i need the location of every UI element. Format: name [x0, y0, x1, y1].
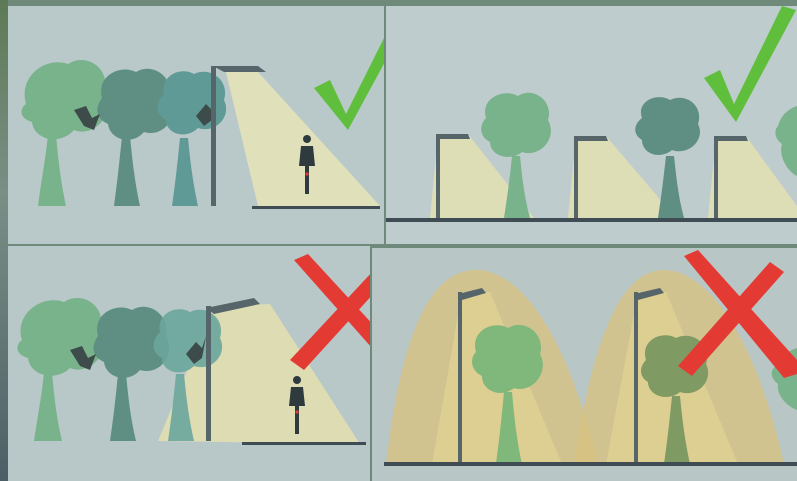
- ground-line: [252, 206, 380, 209]
- check-icon: [314, 6, 384, 130]
- tree-1: [17, 298, 103, 441]
- tree-1: [21, 60, 107, 206]
- street-light-pole-3: [714, 136, 718, 218]
- cross-icon: [290, 254, 370, 370]
- street-light-pole-1: [436, 134, 440, 218]
- street-light-head-2: [574, 136, 608, 141]
- street-light-pole-1: [458, 292, 462, 464]
- street-light-pole-2: [634, 292, 638, 464]
- street-light-pole-2: [574, 136, 578, 218]
- ground-line: [384, 462, 797, 466]
- photo-edge-strip: [0, 0, 8, 481]
- panel-low-lights-good: [386, 6, 797, 244]
- ground-line: [242, 442, 366, 445]
- tree-2: [97, 69, 173, 206]
- panel-flood-light-bad: [372, 248, 797, 481]
- street-light-pole: [206, 306, 211, 441]
- panel-directed-light-good: [8, 6, 384, 244]
- scene-directed-light: [8, 6, 384, 244]
- street-light-head-1: [436, 134, 470, 139]
- scene-low-lights: [386, 6, 797, 244]
- street-light-head-3: [714, 136, 748, 141]
- scene-flood-light: [372, 248, 797, 481]
- tree-3-partial: [775, 106, 797, 176]
- tree-2: [93, 307, 169, 441]
- ground-line: [386, 218, 797, 222]
- street-light-pole: [211, 66, 216, 206]
- street-light-head: [213, 66, 266, 72]
- scene-spill-light: [8, 246, 370, 481]
- panel-spill-light-bad: [8, 246, 370, 481]
- check-icon: [704, 6, 796, 122]
